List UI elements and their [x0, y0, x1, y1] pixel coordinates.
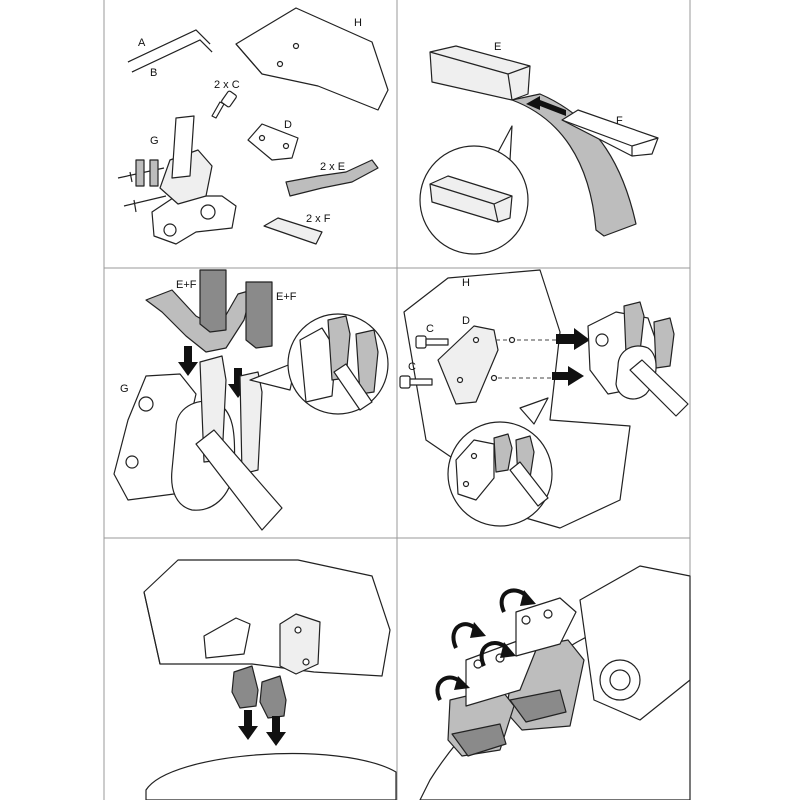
- panel-6-tighten: [419, 565, 691, 800]
- bracket: [587, 301, 689, 417]
- rotate-arrow-4: [499, 588, 536, 613]
- panel-grid: [103, 0, 691, 800]
- down-arrow-left: [238, 710, 258, 740]
- rotate-arrow-1: [435, 675, 470, 701]
- screw-c-top: [415, 335, 449, 349]
- label-g: G: [120, 383, 129, 395]
- allen-key-a: [127, 29, 211, 63]
- bracket-g: [113, 355, 283, 531]
- plate-d: [247, 123, 299, 161]
- bracket-g: [117, 115, 237, 245]
- label-b: B: [150, 67, 157, 79]
- windshield-h: [235, 7, 389, 111]
- arrow-upper: [556, 328, 590, 350]
- label-h: H: [462, 277, 470, 289]
- panel-3-fit: E+F E+F G: [113, 269, 389, 531]
- screw-c-bottom: [399, 375, 433, 389]
- panel-2-insert: E F: [419, 41, 659, 255]
- panel-1-parts: A B H 2 x C D 2 x E 2 x F: [117, 7, 389, 245]
- rotate-arrow-3: [479, 641, 516, 667]
- windshield: [143, 559, 391, 677]
- label-e: 2 x E: [320, 161, 345, 173]
- zoom-callout: [419, 125, 529, 255]
- label-ef-left: E+F: [176, 279, 197, 291]
- label-g: G: [150, 135, 159, 147]
- zoom-callout: [447, 397, 553, 527]
- strip-e: [285, 159, 379, 197]
- label-e: E: [494, 41, 501, 53]
- label-d: D: [462, 315, 470, 327]
- screw-c: [211, 90, 237, 119]
- zoom-callout: [249, 313, 389, 415]
- down-arrow-left: [178, 346, 198, 376]
- label-a: A: [138, 37, 146, 49]
- block-f: [263, 217, 323, 245]
- rotate-arrow-2: [451, 622, 486, 649]
- panel-4-bolt: H D C C: [399, 269, 689, 529]
- label-d: D: [284, 119, 292, 131]
- arrow-lower: [552, 366, 584, 386]
- allen-key-b: [131, 39, 213, 73]
- screen-top: [145, 752, 397, 800]
- label-f: F: [616, 115, 623, 127]
- label-c-bottom: C: [408, 361, 416, 373]
- panel-5-lower: [143, 559, 397, 800]
- label-c: 2 x C: [214, 79, 240, 91]
- down-arrow-right: [266, 716, 286, 746]
- block-f: [561, 109, 659, 157]
- insert-arrow: [526, 96, 566, 116]
- label-f: 2 x F: [306, 213, 331, 225]
- label-ef-right: E+F: [276, 291, 297, 303]
- label-h: H: [354, 17, 362, 29]
- label-c-top: C: [426, 323, 434, 335]
